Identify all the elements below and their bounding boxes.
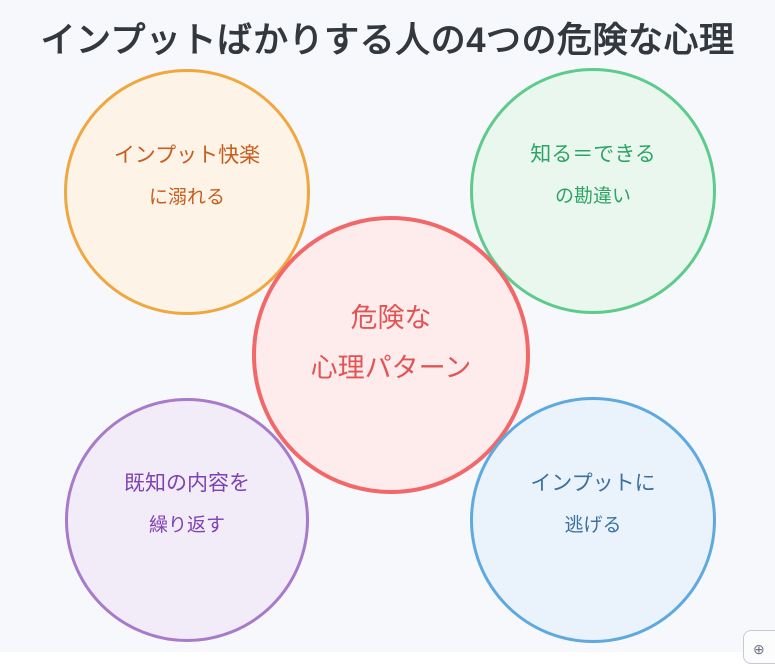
circle-label-line: 知る＝できる xyxy=(530,143,656,166)
circle-label: 既知の内容を 繰り返す xyxy=(124,463,250,547)
circle-label: 知る＝できる の勘違い xyxy=(530,134,656,218)
circle-label: インプットに 逃げる xyxy=(530,463,655,547)
circle-label: インプット快楽 に溺れる xyxy=(114,135,260,219)
circle-label-line: の勘違い xyxy=(554,186,631,207)
circle-escape-into-input: インプットに 逃げる xyxy=(470,397,716,643)
circle-label-line: インプットに xyxy=(530,472,656,495)
circle-label-line: 繰り返す xyxy=(148,515,225,536)
zoom-button[interactable]: ⊕ xyxy=(743,630,775,664)
circle-label-line: 逃げる xyxy=(564,515,622,536)
circle-label-line: 心理パターン xyxy=(310,353,472,383)
circle-label-line: 危険な xyxy=(350,303,432,333)
circle-input-pleasure: インプット快楽 に溺れる xyxy=(64,69,310,315)
circle-label-line: 既知の内容を xyxy=(124,472,250,495)
zoom-icon: ⊕ xyxy=(753,640,765,657)
circle-label: 危険な 心理パターン xyxy=(311,293,472,393)
circle-danger-pattern-center: 危険な 心理パターン xyxy=(252,216,530,494)
page-title: インプットばかりする人の4つの危険な心理 xyxy=(40,21,735,60)
circle-knowing-equals-doing: 知る＝できる の勘違い xyxy=(470,68,716,314)
circle-label-line: インプット快楽 xyxy=(113,144,261,167)
circle-label-line: に溺れる xyxy=(148,187,225,208)
circle-repeat-known-content: 既知の内容を 繰り返す xyxy=(65,398,309,642)
